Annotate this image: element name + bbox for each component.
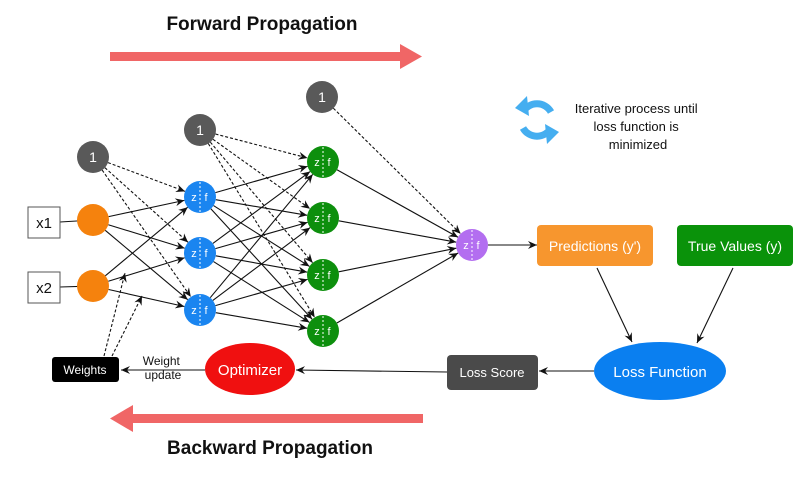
predictions-to-loss-arrow [596, 267, 633, 343]
weights-label: Weights [63, 363, 106, 377]
connection-line [108, 198, 185, 218]
neuron-z-label: z [463, 240, 469, 252]
connection-line [108, 256, 185, 282]
neuron-z-label: z [314, 213, 320, 225]
bias-connection [209, 141, 314, 264]
neuron-z-label: z [191, 305, 197, 317]
connection-line [108, 288, 185, 309]
backward-arrow-icon [110, 405, 423, 432]
connection-line [215, 164, 308, 194]
bias-connection [207, 143, 316, 318]
bias-connection [107, 162, 186, 192]
bias-node: 1 [184, 114, 216, 146]
weights-feedback-line [111, 295, 143, 357]
bias-label: 1 [318, 89, 326, 105]
weight-update-label: Weight update [143, 354, 183, 382]
bias-connection [215, 133, 308, 160]
loss-score-box: Loss Score [447, 355, 538, 390]
neuron-z-label: z [314, 157, 320, 169]
neuron-z-label: z [314, 326, 320, 338]
optimizer-label: Optimizer [218, 362, 282, 379]
neuron-f-label: f [476, 240, 480, 252]
bias-connection [101, 169, 192, 298]
connection-line [336, 252, 459, 324]
iterative-note-line: loss function is [594, 119, 680, 134]
iterative-note-line: Iterative process until [575, 101, 698, 116]
connection-line [212, 227, 311, 301]
neuron-z-label: z [314, 270, 320, 282]
neuron-f-label: f [204, 248, 208, 260]
neuron-f-label: f [327, 157, 331, 169]
neuron-f-label: f [204, 305, 208, 317]
bias-connection [104, 167, 189, 243]
loss-score-label: Loss Score [459, 365, 524, 380]
neuron-f-label: f [327, 213, 331, 225]
true-values-box: True Values (y) [677, 225, 793, 266]
input-x2: x2 [27, 271, 61, 304]
connections [59, 107, 734, 375]
forward-arrow-icon [110, 44, 422, 69]
connection-line [215, 312, 308, 331]
weights-feedback-line [103, 272, 127, 357]
bias-label: 1 [89, 149, 97, 165]
connection-line [104, 206, 189, 277]
connection-line [108, 224, 185, 250]
input-neuron [77, 204, 109, 236]
neuron-f-label: f [204, 192, 208, 204]
optimizer-node: Optimizer [205, 343, 295, 395]
backward-propagation-title: Backward Propagation [167, 438, 373, 459]
predictions-label: Predictions (y') [549, 238, 641, 254]
connection-line [209, 173, 314, 299]
loss-function-label: Loss Function [613, 364, 706, 381]
connection-line [338, 220, 457, 245]
connection-line [215, 277, 308, 307]
forward-propagation-title: Forward Propagation [166, 14, 357, 35]
score-to-optimizer-arrow [295, 366, 448, 375]
refresh-cycle-icon [515, 96, 559, 144]
true-values-to-loss-arrow [696, 267, 734, 344]
weight-update-line: update [145, 368, 182, 382]
true-values-label: True Values (y) [688, 238, 782, 254]
predictions-box: Predictions (y') [537, 225, 653, 266]
input-x2-label: x2 [36, 280, 52, 297]
loss-function-node: Loss Function [594, 342, 726, 400]
input-x1: x1 [27, 206, 61, 239]
bias-node: 1 [306, 81, 338, 113]
connection-line [338, 246, 457, 273]
bias-node: 1 [77, 141, 109, 173]
neuron-z-label: z [191, 248, 197, 260]
iterative-note-line: minimized [609, 137, 668, 152]
weights-box: Weights [52, 357, 119, 382]
iterative-note: Iterative process until loss function is… [575, 101, 701, 152]
neuron-f-label: f [327, 326, 331, 338]
bias-label: 1 [196, 122, 204, 138]
neuron-z-label: z [191, 192, 197, 204]
weight-update-line: Weight [143, 354, 181, 368]
connection-line [212, 171, 311, 244]
connection-line [336, 169, 459, 238]
connection-line [104, 229, 189, 301]
bias-connection [333, 107, 461, 235]
input-neuron [77, 270, 109, 302]
input-x1-label: x1 [36, 215, 52, 232]
neuron-f-label: f [327, 270, 331, 282]
